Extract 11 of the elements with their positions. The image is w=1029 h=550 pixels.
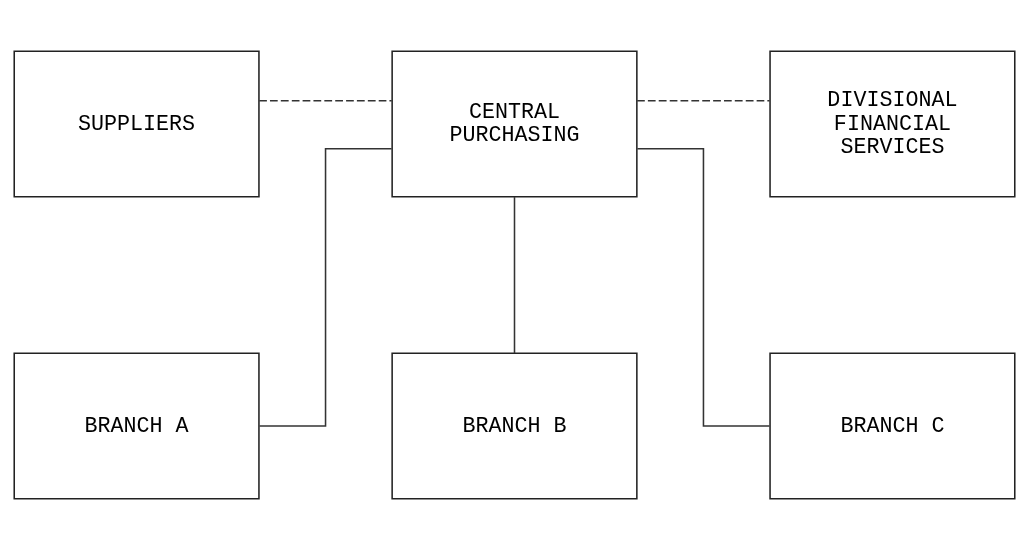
connector — [258, 100, 393, 102]
node-box: BRANCH B — [391, 352, 638, 500]
connector — [636, 100, 771, 102]
node-box: CENTRAL PURCHASING — [391, 50, 638, 198]
connector — [513, 196, 516, 354]
connector — [636, 148, 771, 427]
node-box: DIVISIONAL FINANCIAL SERVICES — [769, 50, 1016, 198]
node-box: SUPPLIERS — [13, 50, 260, 198]
node-box: BRANCH C — [769, 352, 1016, 500]
node-box: BRANCH A — [13, 352, 260, 500]
connector — [258, 148, 393, 427]
